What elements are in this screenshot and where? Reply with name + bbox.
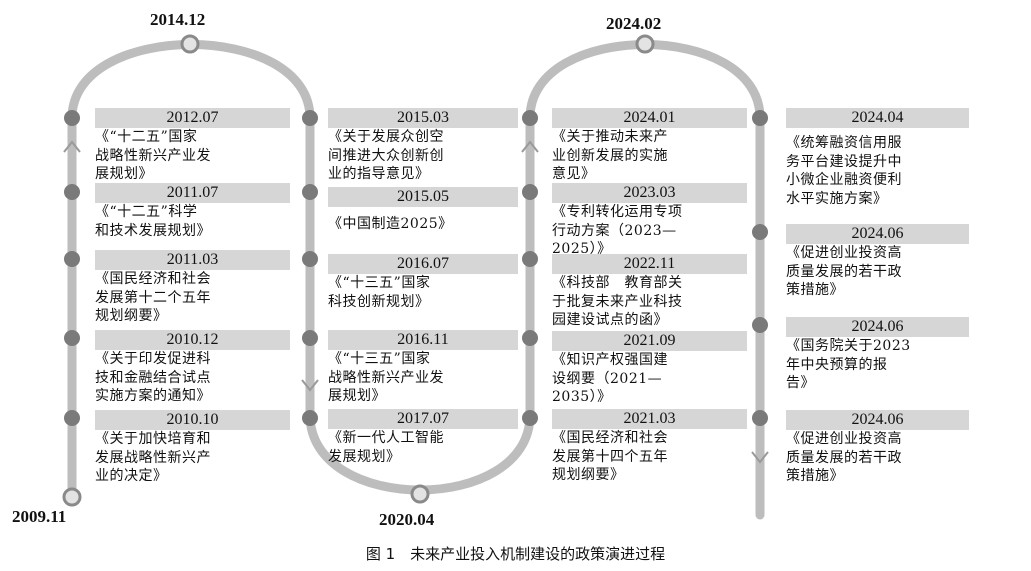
policy-title: 《关于推动未来产 业创新发展的实施 意见》 (552, 129, 668, 182)
policy-date: 2011.03 (95, 250, 290, 270)
policy-date: 2016.07 (328, 254, 518, 274)
policy-card: 2022.11 《科技部 教育部关 于批复未来产业科技 园建设试点的函》 (552, 254, 747, 330)
policy-date: 2023.03 (552, 183, 747, 203)
timeline-dot (302, 184, 318, 200)
timeline-dot (522, 110, 538, 126)
policy-title: 《科技部 教育部关 于批复未来产业科技 园建设试点的函》 (552, 275, 683, 328)
policy-date: 2021.09 (552, 331, 747, 351)
policy-card: 2023.03 《专利转化运用专项 行动方案（2023— 2025）》 (552, 183, 747, 259)
policy-date: 2011.07 (95, 183, 290, 203)
policy-title: 《国民经济和社会 发展第十四个五年 规划纲要》 (552, 430, 668, 483)
milestone-rings (62, 34, 655, 507)
direction-arrows (63, 140, 769, 464)
policy-card: 2021.09 《知识产权强国建 设纲要（2021— 2035）》 (552, 331, 747, 407)
milestone-start-date: 2009.11 (12, 507, 67, 526)
policy-card: 2011.03 《国民经济和社会 发展第十二个五年 规划纲要》 (95, 250, 290, 326)
timeline-dot (522, 330, 538, 346)
policy-date: 2015.03 (328, 108, 518, 128)
policy-card: 2024.04 《统筹融资信用服 务平台建设提升中 小微企业融资便利 水平实施方… (786, 108, 969, 208)
timeline-dot (302, 330, 318, 346)
policy-date: 2015.05 (328, 187, 518, 207)
policy-date: 2024.06 (786, 224, 969, 244)
timeline-dot (64, 330, 80, 346)
policy-card: 2024.01 《关于推动未来产 业创新发展的实施 意见》 (552, 108, 747, 184)
policy-title: 《促进创业投资高 质量发展的若干政 策措施》 (786, 431, 902, 484)
policy-title: 《国务院关于2023 年中央预算的报 告》 (786, 338, 911, 391)
policy-date: 2024.06 (786, 410, 969, 430)
arrow-up-icon (63, 140, 81, 153)
policy-title: 《“十三五”国家 科技创新规划》 (328, 275, 431, 310)
policy-card: 2010.12 《关于印发促进科 技和金融结合试点 实施方案的通知》 (95, 330, 290, 406)
policy-date: 2012.07 (95, 108, 290, 128)
policy-card: 2015.05 《中国制造2025》 (328, 187, 518, 234)
timeline-dot (64, 184, 80, 200)
milestone-2024-date: 2024.02 (606, 14, 662, 33)
timeline-dot (302, 110, 318, 126)
arrow-up-icon (521, 140, 539, 153)
milestone-ring-2020 (410, 484, 430, 504)
policy-title: 《专利转化运用专项 行动方案（2023— 2025）》 (552, 204, 683, 257)
policy-title: 《统筹融资信用服 务平台建设提升中 小微企业融资便利 水平实施方案》 (786, 135, 902, 207)
milestone-ring-2014 (180, 34, 200, 54)
policy-title: 《关于印发促进科 技和金融结合试点 实施方案的通知》 (95, 351, 211, 404)
policy-date: 2024.04 (786, 108, 969, 128)
item-dots (64, 110, 768, 426)
timeline-dot (522, 410, 538, 426)
policy-card: 2024.06 《促进创业投资高 质量发展的若干政 策措施》 (786, 410, 969, 486)
timeline-dot (302, 410, 318, 426)
milestone-2014-date: 2014.12 (150, 10, 206, 29)
policy-date: 2022.11 (552, 254, 747, 274)
policy-title: 《关于发展众创空 间推进大众创新创 业的指导意见》 (328, 129, 444, 182)
policy-title: 《“十二五”国家 战略性新兴产业发 展规划》 (95, 129, 211, 182)
policy-title: 《“十三五”国家 战略性新兴产业发 展规划》 (328, 351, 444, 404)
timeline-dot (64, 410, 80, 426)
policy-card: 2024.06 《国务院关于2023 年中央预算的报 告》 (786, 317, 969, 393)
policy-date: 2017.07 (328, 409, 518, 429)
timeline-dot (64, 251, 80, 267)
policy-title: 《促进创业投资高 质量发展的若干政 策措施》 (786, 245, 902, 298)
timeline-dot (64, 110, 80, 126)
policy-card: 2011.07 《“十二五”科学 和技术发展规划》 (95, 183, 290, 240)
policy-date: 2024.06 (786, 317, 969, 337)
policy-date: 2021.03 (552, 409, 747, 429)
timeline-dot (302, 251, 318, 267)
milestone-ring-start (62, 487, 82, 507)
arrow-down-icon (301, 379, 319, 392)
policy-title: 《知识产权强国建 设纲要（2021— 2035）》 (552, 352, 668, 405)
policy-title: 《国民经济和社会 发展第十二个五年 规划纲要》 (95, 271, 211, 324)
policy-title: 《中国制造2025》 (328, 216, 453, 232)
figure-caption: 图 1 未来产业投入机制建设的政策演进过程 (365, 545, 666, 563)
timeline-dot (522, 184, 538, 200)
policy-card: 2017.07 《新一代人工智能 发展规划》 (328, 409, 518, 466)
milestone-ring-2024 (635, 34, 655, 54)
policy-title: 《新一代人工智能 发展规划》 (328, 430, 444, 465)
policy-card: 2012.07 《“十二五”国家 战略性新兴产业发 展规划》 (95, 108, 290, 184)
timeline-dot (752, 110, 768, 126)
timeline-dot (752, 317, 768, 333)
policy-date: 2010.12 (95, 330, 290, 350)
policy-card: 2021.03 《国民经济和社会 发展第十四个五年 规划纲要》 (552, 409, 747, 485)
policy-card: 2010.10 《关于加快培育和 发展战略性新兴产 业的决定》 (95, 410, 290, 486)
policy-card: 2016.07 《“十三五”国家 科技创新规划》 (328, 254, 518, 311)
policy-card: 2015.03 《关于发展众创空 间推进大众创新创 业的指导意见》 (328, 108, 518, 184)
policy-date: 2010.10 (95, 410, 290, 430)
policy-title: 《关于加快培育和 发展战略性新兴产 业的决定》 (95, 431, 211, 484)
policy-date: 2024.01 (552, 108, 747, 128)
policy-card: 2016.11 《“十三五”国家 战略性新兴产业发 展规划》 (328, 330, 518, 406)
timeline-dot (752, 224, 768, 240)
policy-date: 2016.11 (328, 330, 518, 350)
milestone-2020-date: 2020.04 (379, 510, 435, 529)
policy-title: 《“十二五”科学 和技术发展规划》 (95, 204, 211, 239)
arrow-down-icon (751, 451, 769, 464)
timeline-dot (752, 410, 768, 426)
timeline-dot (522, 251, 538, 267)
policy-card: 2024.06 《促进创业投资高 质量发展的若干政 策措施》 (786, 224, 969, 300)
